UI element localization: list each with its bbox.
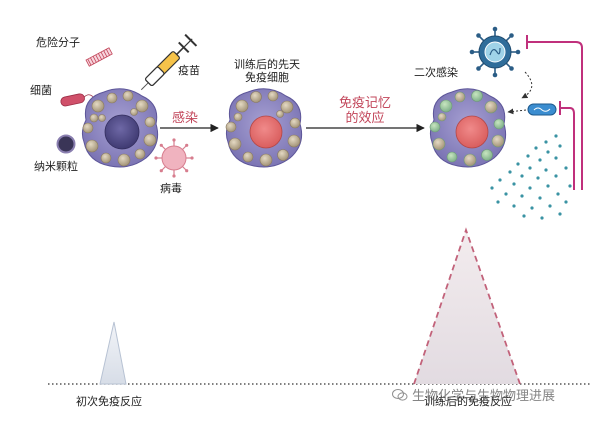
memory-effect-label: 免疫记忆 的效应 — [338, 96, 391, 126]
trained-immune-cell — [225, 88, 303, 168]
syringe-icon — [140, 33, 198, 91]
virus-to-cell-arrow — [521, 71, 533, 99]
danger-molecule-label: 危险分子 — [36, 36, 80, 49]
inhibition-lines — [526, 35, 583, 190]
trained-response-peak-outline — [413, 227, 521, 385]
secondary-virus-icon — [469, 26, 521, 78]
bacteria-to-cell-arrow — [507, 108, 527, 115]
trained-response-peak — [414, 230, 520, 384]
infection-label: 感染 — [172, 111, 199, 126]
watermark-text: 生物化学与生物物理进展 — [412, 389, 556, 404]
trained-response-label: 训练后的免疫反应 — [424, 395, 512, 408]
secondary-infection-label: 二次感染 — [414, 66, 458, 79]
initial-immune-cell — [81, 88, 159, 168]
secondary-bacteria-icon — [527, 103, 557, 116]
primary-response-peak — [99, 321, 127, 385]
watermark: 生物化学与生物物理进展 — [392, 385, 555, 404]
wechat-icon — [392, 389, 408, 401]
danger-molecule-icon — [85, 47, 113, 67]
nanoparticle-icon — [56, 134, 76, 154]
cytokine-dots — [490, 134, 572, 220]
vaccine-label: 疫苗 — [178, 64, 200, 77]
virus-icon — [154, 138, 194, 178]
rechallenged-immune-cell — [429, 88, 507, 168]
nanoparticle-label: 纳米颗粒 — [34, 160, 78, 173]
trained-cell-label: 训练后的先天 免疫细胞 — [234, 58, 300, 84]
bacteria-label: 细菌 — [30, 84, 52, 97]
virus-label: 病毒 — [160, 182, 182, 195]
primary-response-label: 初次免疫反应 — [76, 395, 142, 408]
